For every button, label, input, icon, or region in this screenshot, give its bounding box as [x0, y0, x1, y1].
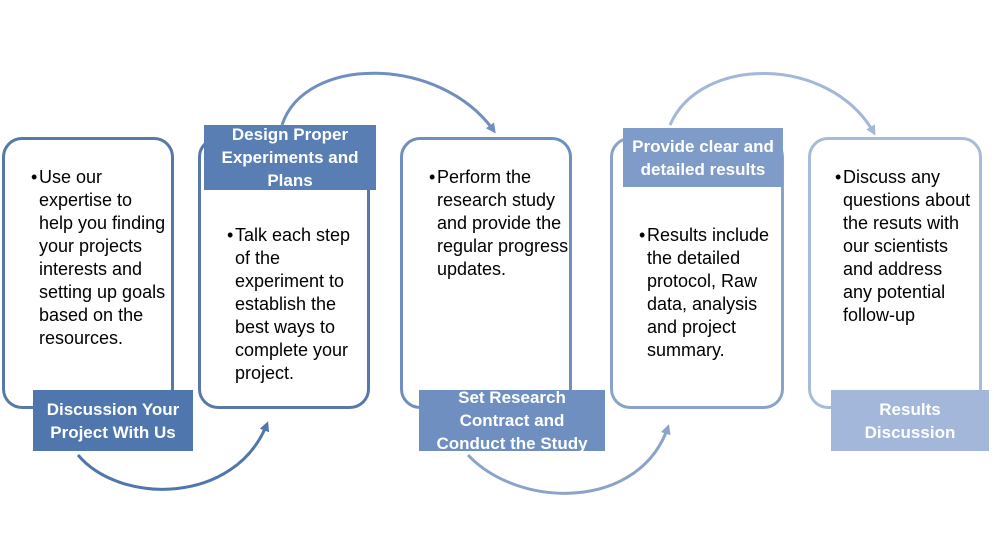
- step-label-5: Results Discussion: [831, 390, 989, 451]
- step-2-bullet: • Talk each step of the experiment to es…: [227, 224, 367, 385]
- arrow-2-to-3: [280, 71, 496, 134]
- step-label-4: Provide clear and detailed results: [623, 128, 783, 187]
- step-card-3: • Perform the research study and provide…: [400, 137, 572, 409]
- step-5-text: Discuss any questions about the resuts w…: [843, 167, 971, 325]
- step-5-bullet: • Discuss any questions about the resuts…: [835, 166, 975, 327]
- arrow-3-to-4: [466, 424, 671, 495]
- step-2-text: Talk each step of the experiment to esta…: [235, 225, 351, 383]
- step-label-3: Set Research Contract and Conduct the St…: [419, 390, 605, 451]
- bullet-dot: •: [639, 225, 646, 245]
- step-card-1: • Use our expertise to help you finding …: [2, 137, 174, 409]
- arrow-1-to-2: [76, 421, 270, 491]
- arrow-4-to-5: [668, 72, 876, 136]
- bullet-dot: •: [835, 167, 842, 187]
- step-4-bullet: • Results include the detailed protocol,…: [639, 224, 779, 362]
- step-3-bullet: • Perform the research study and provide…: [429, 166, 569, 281]
- step-card-5: • Discuss any questions about the resuts…: [808, 137, 982, 409]
- bullet-dot: •: [429, 167, 436, 187]
- step-1-text: Use our expertise to help you finding yo…: [39, 167, 166, 348]
- step-1-bullet: • Use our expertise to help you finding …: [31, 166, 171, 350]
- step-4-text: Results include the detailed protocol, R…: [647, 225, 770, 360]
- step-label-2: Design Proper Experiments and Plans: [204, 125, 376, 190]
- step-label-1: Discussion Your Project With Us: [33, 390, 193, 451]
- bullet-dot: •: [227, 225, 234, 245]
- step-3-text: Perform the research study and provide t…: [437, 167, 569, 279]
- bullet-dot: •: [31, 167, 38, 187]
